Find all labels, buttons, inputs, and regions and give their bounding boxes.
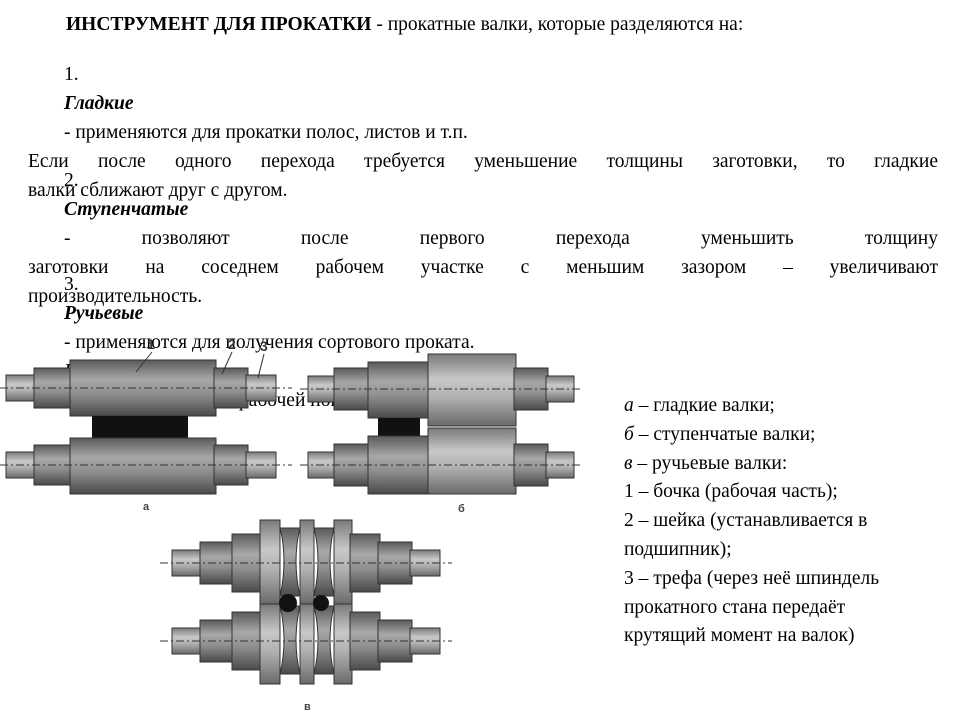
roll-b-top bbox=[300, 353, 582, 427]
callout-3: 3 bbox=[260, 338, 268, 354]
groove-profile-2 bbox=[313, 595, 329, 611]
figure-label-a: а bbox=[143, 501, 150, 513]
legend-row: 3 – трефа (через неё шпиндель bbox=[624, 567, 880, 589]
legend-row: 1 – бочка (рабочая часть); bbox=[624, 481, 838, 503]
item1-line2: Если после одного перехода требуется уме… bbox=[28, 151, 938, 172]
figure-b-stepped-rolls: б bbox=[300, 353, 582, 515]
item2-line2: заготовки на соседнем рабочем участке с … bbox=[28, 257, 938, 278]
strip-b bbox=[378, 418, 420, 438]
item-smooth-rolls: 1. Гладкие - применяются для прокатки по… bbox=[28, 60, 938, 205]
item2-number: 2. bbox=[64, 170, 79, 191]
roll-a-top bbox=[0, 359, 292, 417]
title-bold: ИНСТРУМЕНТ ДЛЯ ПРОКАТКИ bbox=[66, 14, 372, 35]
item-stepped-rolls: 2. Ступенчатые - позволяют после первого… bbox=[28, 166, 938, 311]
callouts: 1 2 3 bbox=[135, 336, 268, 379]
item2-term: Ступенчатые bbox=[64, 199, 189, 220]
item1-text: - применяются для прокатки полос, листов… bbox=[64, 122, 468, 143]
figure-legend: а – гладкие валки; б – ступенчатые валки… bbox=[624, 392, 879, 651]
item3-first-line: 3. Ручьевые - применяются для получения … bbox=[28, 270, 938, 357]
strip-a bbox=[92, 416, 188, 438]
roll-b-bottom bbox=[300, 427, 582, 495]
item3-number: 3. bbox=[64, 274, 79, 295]
item2-first-line: 2. Ступенчатые - позволяют после первого… bbox=[28, 166, 938, 253]
callout-2: 2 bbox=[228, 336, 236, 352]
item1-number: 1. bbox=[64, 64, 79, 85]
item1-line3: валки сближают друг с другом. bbox=[28, 180, 288, 201]
item1-term: Гладкие bbox=[64, 93, 134, 114]
legend-row: а – гладкие валки; bbox=[624, 395, 775, 416]
item1-first-line: 1. Гладкие - применяются для прокатки по… bbox=[28, 60, 938, 147]
legend-row: в – ручьевые валки: bbox=[624, 452, 788, 474]
item3-text: - применяются для получения сортового пр… bbox=[64, 332, 475, 353]
figure-label-b: б bbox=[458, 503, 465, 515]
page-title: ИНСТРУМЕНТ ДЛЯ ПРОКАТКИ - прокатные валк… bbox=[66, 10, 743, 39]
callout-1: 1 bbox=[147, 336, 155, 352]
figure-label-c: в bbox=[304, 701, 311, 713]
roll-a-bottom bbox=[0, 437, 292, 495]
legend-row: подшипник); bbox=[624, 538, 732, 560]
roll-c-top bbox=[160, 519, 452, 605]
item2-line3: производительность. bbox=[28, 286, 203, 307]
legend-row: 2 – шейка (устанавливается в bbox=[624, 510, 868, 532]
legend-row: прокатного стана передаёт bbox=[624, 596, 846, 618]
legend-row: крутящий момент на валок) bbox=[624, 625, 855, 647]
item3-term: Ручьевые bbox=[64, 303, 144, 324]
legend-row: б – ступенчатые валки; bbox=[624, 423, 816, 445]
roll-c-bottom bbox=[160, 603, 452, 685]
item2-text: - позволяют после первого перехода умень… bbox=[64, 228, 938, 249]
figure-c-grooved-rolls: в bbox=[160, 519, 452, 713]
groove-profile-1 bbox=[279, 594, 297, 612]
title-rest: - прокатные валки, которые разделяются н… bbox=[371, 14, 744, 35]
figure-a-smooth-rolls: 1 2 3 а bbox=[0, 336, 292, 513]
